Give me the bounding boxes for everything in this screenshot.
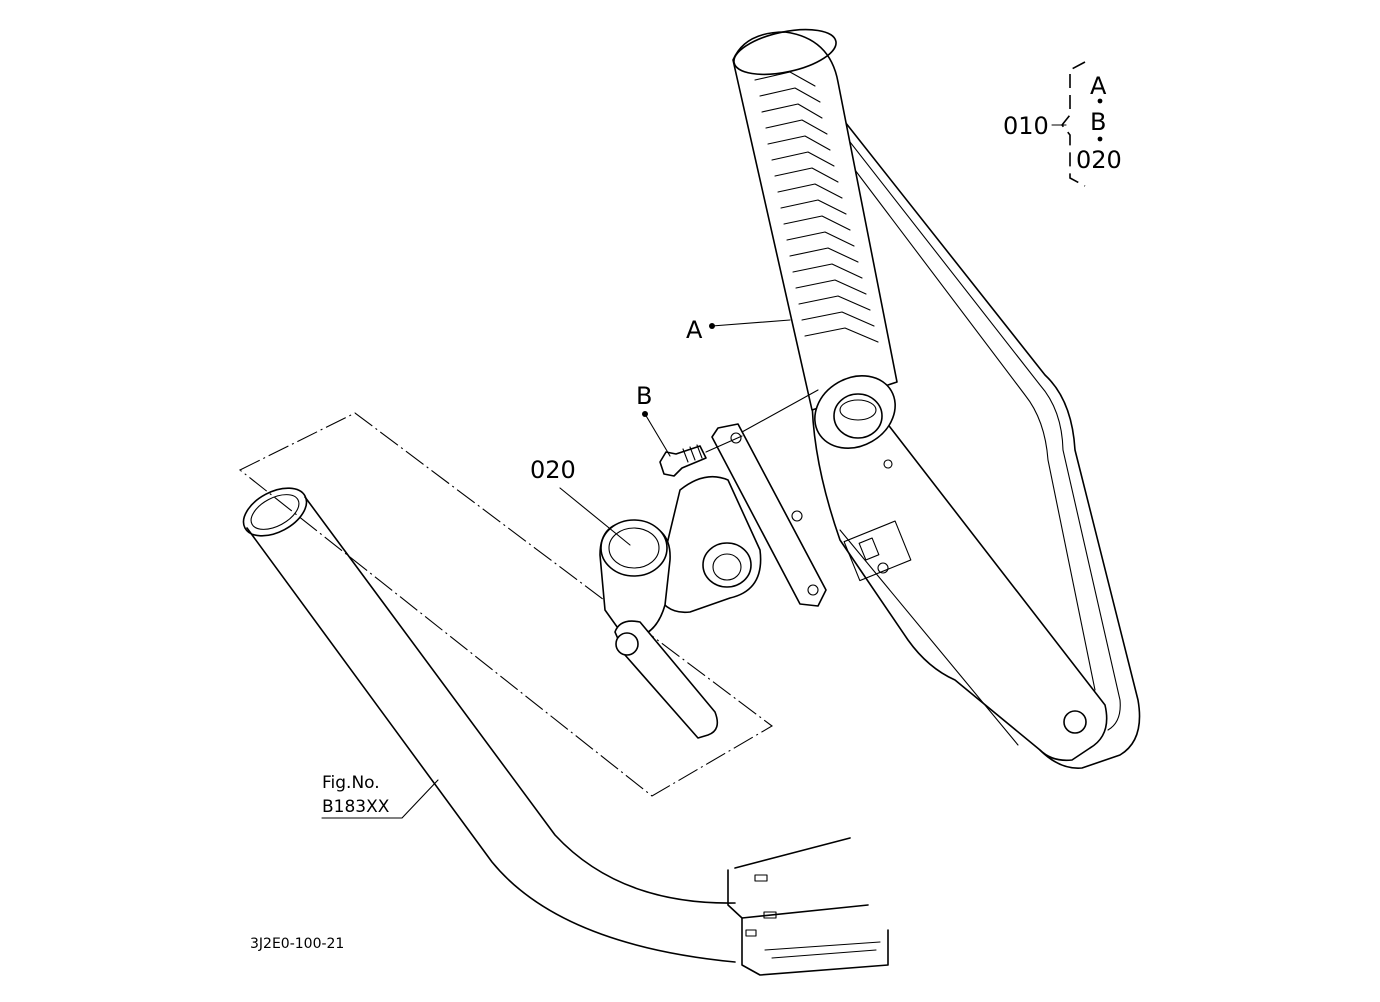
plate-hole xyxy=(791,510,803,522)
figure-ref-line2: B183XX xyxy=(322,797,390,817)
tube-end xyxy=(242,487,308,537)
bracket-fold xyxy=(741,904,869,919)
pivot-bore xyxy=(833,393,883,439)
tube-edge-upper xyxy=(304,496,736,904)
monitor-assembly xyxy=(732,28,1141,769)
clamp-ring-face xyxy=(600,519,668,577)
clamp-lever xyxy=(614,620,719,739)
arm-mount-hole xyxy=(1063,710,1087,734)
tube-edge-lower xyxy=(246,527,736,963)
monitor-housing xyxy=(799,64,1141,769)
legend-brace xyxy=(1060,61,1086,187)
bracket-flange xyxy=(764,941,881,959)
mount-plate-edge xyxy=(737,423,827,591)
callouts: A B 020 xyxy=(530,316,819,546)
connector-pin xyxy=(858,537,880,561)
bracket-slot xyxy=(763,911,777,919)
arm-hole xyxy=(883,459,893,469)
bolt-b xyxy=(659,445,707,477)
bracket-slot xyxy=(754,874,768,882)
steering-post-tube xyxy=(238,412,889,976)
monitor-screen-edge xyxy=(854,169,1096,691)
bracket-outline xyxy=(727,869,889,976)
figure-reference: Fig.No. B183XX xyxy=(321,773,439,819)
figure-ref-leader xyxy=(321,779,439,819)
assembly-legend: 010 A B 020 xyxy=(1003,61,1122,187)
callout-020-leader xyxy=(559,487,631,546)
port-screw xyxy=(877,562,889,574)
callout-020-label: 020 xyxy=(530,456,576,484)
legend-dot xyxy=(1097,98,1103,104)
legend-dot xyxy=(1097,136,1103,142)
plate-hole xyxy=(807,584,819,596)
callout-a-leader xyxy=(711,319,791,327)
lever-pivot xyxy=(615,632,639,656)
knuckle-pin xyxy=(712,553,742,581)
callout-b-leader xyxy=(644,413,671,457)
drawing-id: 3J2E0-100-21 xyxy=(250,936,344,952)
callout-a-label: A xyxy=(686,316,703,344)
monitor-rim xyxy=(824,109,1121,731)
tube-bore xyxy=(250,494,300,530)
legend-assembly-number: 010 xyxy=(1003,112,1049,140)
grip-top xyxy=(733,28,837,76)
bracket-top-edge xyxy=(734,837,851,869)
arm-edge xyxy=(839,529,1019,746)
clamp-ring-bore xyxy=(608,527,660,569)
bolt-axis-line xyxy=(705,435,743,453)
legend-item-020: 020 xyxy=(1076,146,1122,174)
callout-b-label: B xyxy=(636,382,652,410)
legend-item-b: B xyxy=(1090,108,1106,136)
figure-ref-line1: Fig.No. xyxy=(322,773,380,793)
knuckle-boss xyxy=(702,542,752,588)
bolt-thread xyxy=(682,444,703,463)
pivot-bore-inner xyxy=(839,399,877,421)
reference-outline xyxy=(238,412,773,797)
connector-port xyxy=(843,520,912,582)
legend-item-a: A xyxy=(1090,72,1107,100)
mount-bracket-020 xyxy=(599,423,827,739)
plate-axis-line xyxy=(741,389,819,433)
bracket-slot xyxy=(745,929,757,937)
plate-hole xyxy=(730,432,742,444)
grip-tread xyxy=(754,71,879,343)
